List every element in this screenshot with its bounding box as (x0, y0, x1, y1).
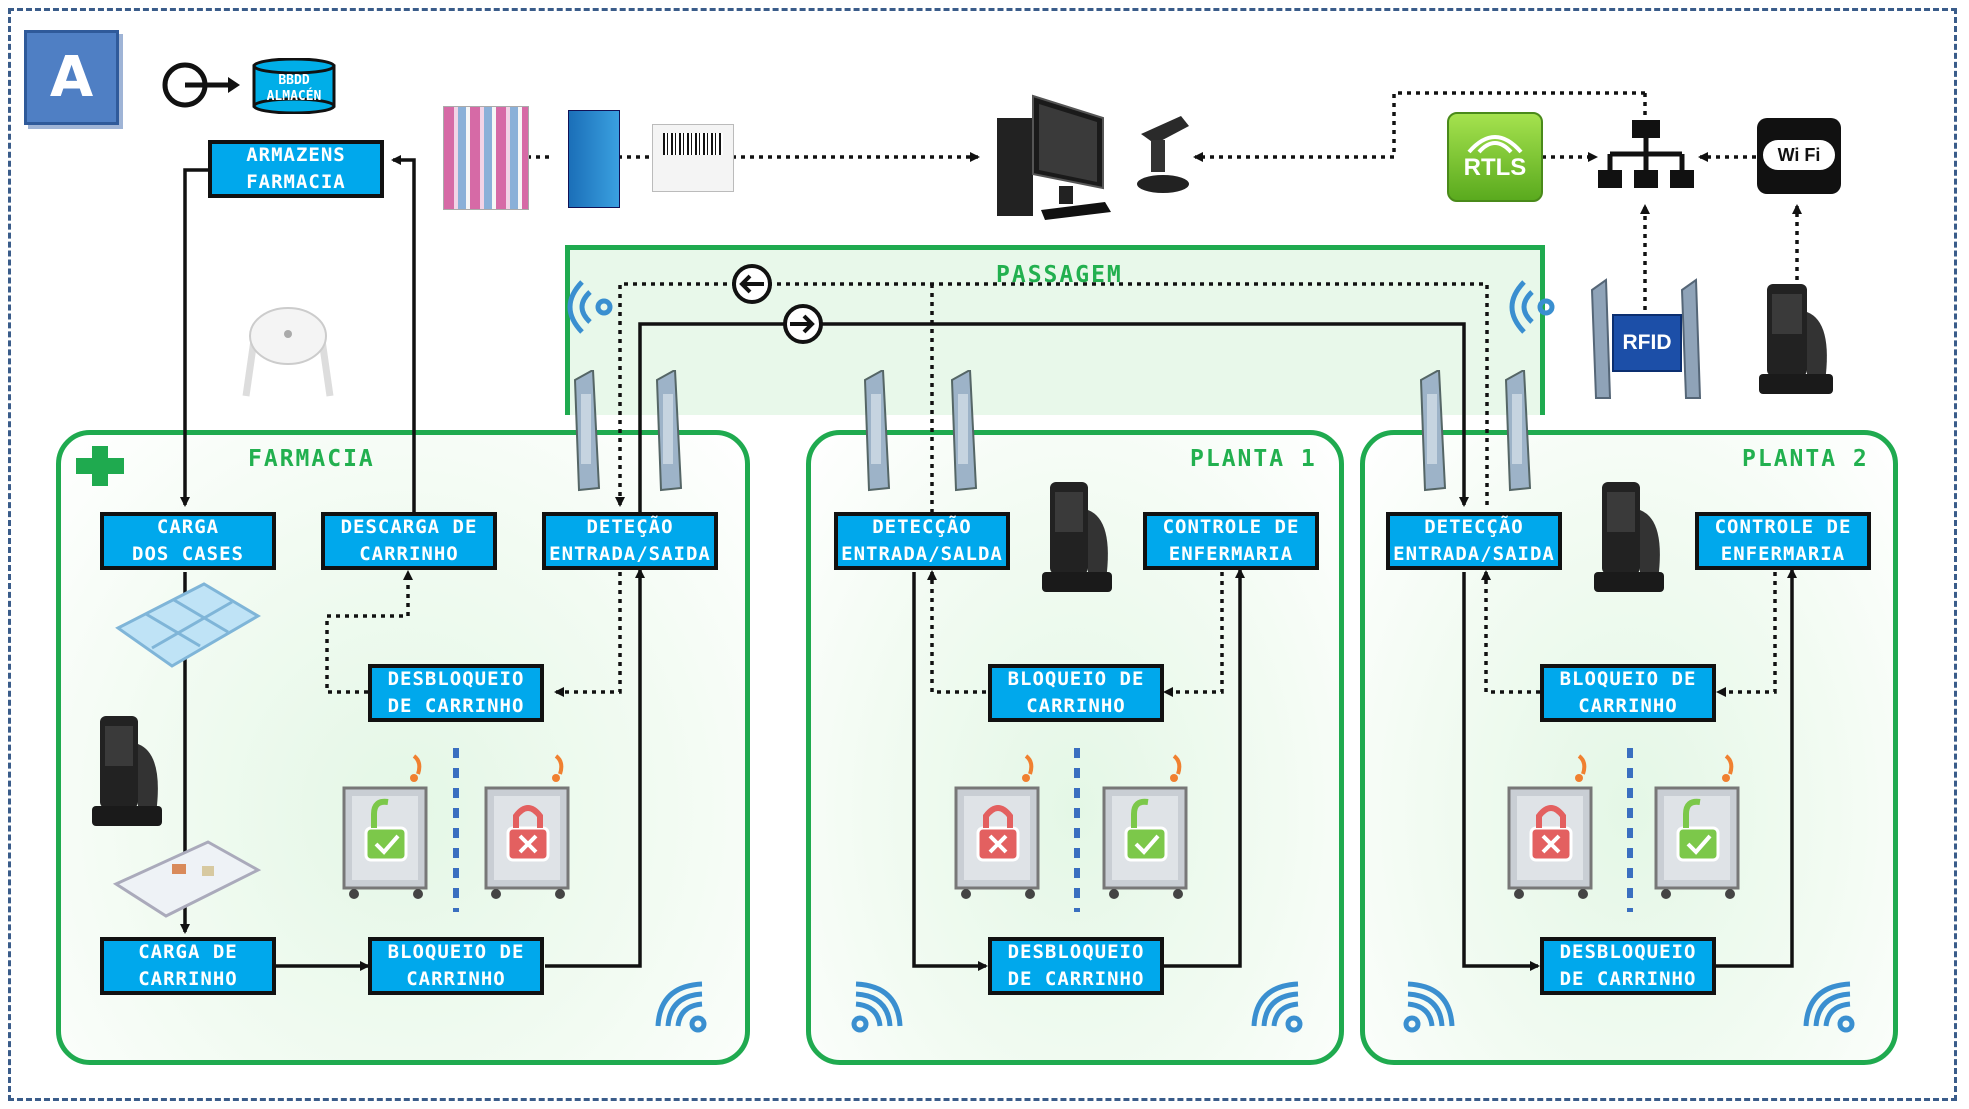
signal-waves-icon (652, 978, 712, 1038)
box-desbloqueio-farmacia: DESBLOQUEIO DE CARRINHO (368, 664, 544, 722)
signal-waves-icon (1494, 274, 1560, 340)
barcode-scanner-icon (1133, 112, 1193, 194)
box-bloqueio-farmacia-label: BLOQUEIO DE CARRINHO (387, 941, 525, 990)
barcode-label-photo (652, 124, 734, 192)
rfid-gate-icon: RFID (1588, 278, 1704, 400)
pharmacy-cross-icon (76, 446, 124, 486)
box-armazens-farmacia: ARMAZENS FARMACIA (208, 140, 384, 198)
box-bloqueio-farmacia: BLOQUEIO DE CARRINHO (368, 937, 544, 995)
box-carga-de-carrinho: CARGA DE CARRINHO (100, 937, 276, 995)
diagram-frame (8, 8, 1957, 1101)
box-deteccao-p1-label: DETECÇÃO ENTRADA/SALDA (841, 516, 1003, 565)
handheld-terminal-icon (1590, 480, 1668, 596)
box-armazens-label: ARMAZENS FARMACIA (246, 144, 346, 193)
box-bloqueio-p1-label: BLOQUEIO DE CARRINHO (1007, 668, 1145, 717)
box-detecao-farmacia-label: DETEÇÃO ENTRADA/SAIDA (549, 516, 711, 565)
signal-waves-icon (1248, 978, 1308, 1038)
access-point-icon (236, 300, 340, 404)
box-desbloqueio-planta1: DESBLOQUEIO DE CARRINHO (988, 937, 1164, 995)
signal-waves-icon (1398, 978, 1458, 1038)
rtls-label: RTLS (1463, 154, 1527, 181)
box-desbloqueio-planta2: DESBLOQUEIO DE CARRINHO (1540, 937, 1716, 995)
locked-cart-icon (1505, 752, 1597, 902)
box-deteccao-p2-label: DETECÇÃO ENTRADA/SAIDA (1393, 516, 1555, 565)
medicine-box-photo (568, 110, 620, 208)
box-carga-dos-cases: CARGA DOS CASES (100, 512, 276, 570)
box-bloqueio-planta1: BLOQUEIO DE CARRINHO (988, 664, 1164, 722)
rtls-icon: RTLS (1447, 112, 1543, 202)
unlocked-cart-icon (1100, 752, 1192, 902)
zone-title-planta2: PLANTA 2 (1742, 446, 1869, 472)
box-controle-planta2: CONTROLE DE ENFERMARIA (1695, 512, 1871, 570)
unlocked-cart-icon (340, 752, 432, 902)
workstation-icon (993, 90, 1113, 222)
security-gate-icon (1415, 368, 1453, 492)
pill-organizer-icon (112, 578, 264, 676)
zone-title-planta1: PLANTA 1 (1190, 446, 1317, 472)
shelves-photo (443, 106, 529, 210)
box-carga-carrinho-label: CARGA DE CARRINHO (138, 941, 238, 990)
database-icon: BBDD ALMACÉN (252, 57, 336, 115)
database-label-2: ALMACÉN (266, 89, 322, 104)
box-bloqueio-planta2: BLOQUEIO DE CARRINHO (1540, 664, 1716, 722)
rfid-label: RFID (1612, 314, 1682, 372)
security-gate-icon (651, 368, 689, 492)
zone-title-farmacia: FARMACIA (248, 446, 375, 472)
database-label-1: BBDD (278, 73, 310, 88)
box-deteccao-planta2: DETECÇÃO ENTRADA/SAIDA (1386, 512, 1562, 570)
box-carga-cases-label: CARGA DOS CASES (132, 516, 244, 565)
handheld-terminal-icon (1038, 480, 1116, 596)
box-detecao-farmacia: DETEÇÃO ENTRADA/SAIDA (542, 512, 718, 570)
locked-cart-icon (482, 752, 574, 902)
pill-organizer-icon (112, 836, 262, 928)
box-desbloqueio-p1-label: DESBLOQUEIO DE CARRINHO (1007, 941, 1145, 990)
box-descarga-label: DESCARGA DE CARRINHO (340, 516, 478, 565)
box-desbloqueio-p2-label: DESBLOQUEIO DE CARRINHO (1559, 941, 1697, 990)
signal-waves-icon (846, 978, 906, 1038)
wifi-logo-icon: Wi Fi (1757, 118, 1841, 194)
box-desbloqueio-farmacia-label: DESBLOQUEIO DE CARRINHO (387, 668, 525, 717)
wifi-label: Wi Fi (1763, 140, 1835, 170)
box-bloqueio-p2-label: BLOQUEIO DE CARRINHO (1559, 668, 1697, 717)
box-controle-p2-label: CONTROLE DE ENFERMARIA (1714, 516, 1852, 565)
box-descarga-de-carrinho: DESCARGA DE CARRINHO (321, 512, 497, 570)
signal-waves-icon (552, 274, 618, 340)
security-gate-icon (946, 368, 984, 492)
security-gate-icon (569, 368, 607, 492)
signal-waves-icon (1800, 978, 1860, 1038)
security-gate-icon (859, 368, 897, 492)
box-controle-planta1: CONTROLE DE ENFERMARIA (1143, 512, 1319, 570)
security-gate-icon (1500, 368, 1538, 492)
zone-title-passagem: PASSAGEM (996, 262, 1123, 288)
unlocked-cart-icon (1652, 752, 1744, 902)
handheld-terminal-icon (88, 714, 166, 830)
locked-cart-icon (952, 752, 1044, 902)
box-controle-p1-label: CONTROLE DE ENFERMARIA (1162, 516, 1300, 565)
panel-badge: A (24, 30, 119, 125)
network-switch-icon (1598, 118, 1694, 194)
box-deteccao-planta1: DETECÇÃO ENTRADA/SALDA (834, 512, 1010, 570)
handheld-terminal-icon (1755, 282, 1837, 398)
